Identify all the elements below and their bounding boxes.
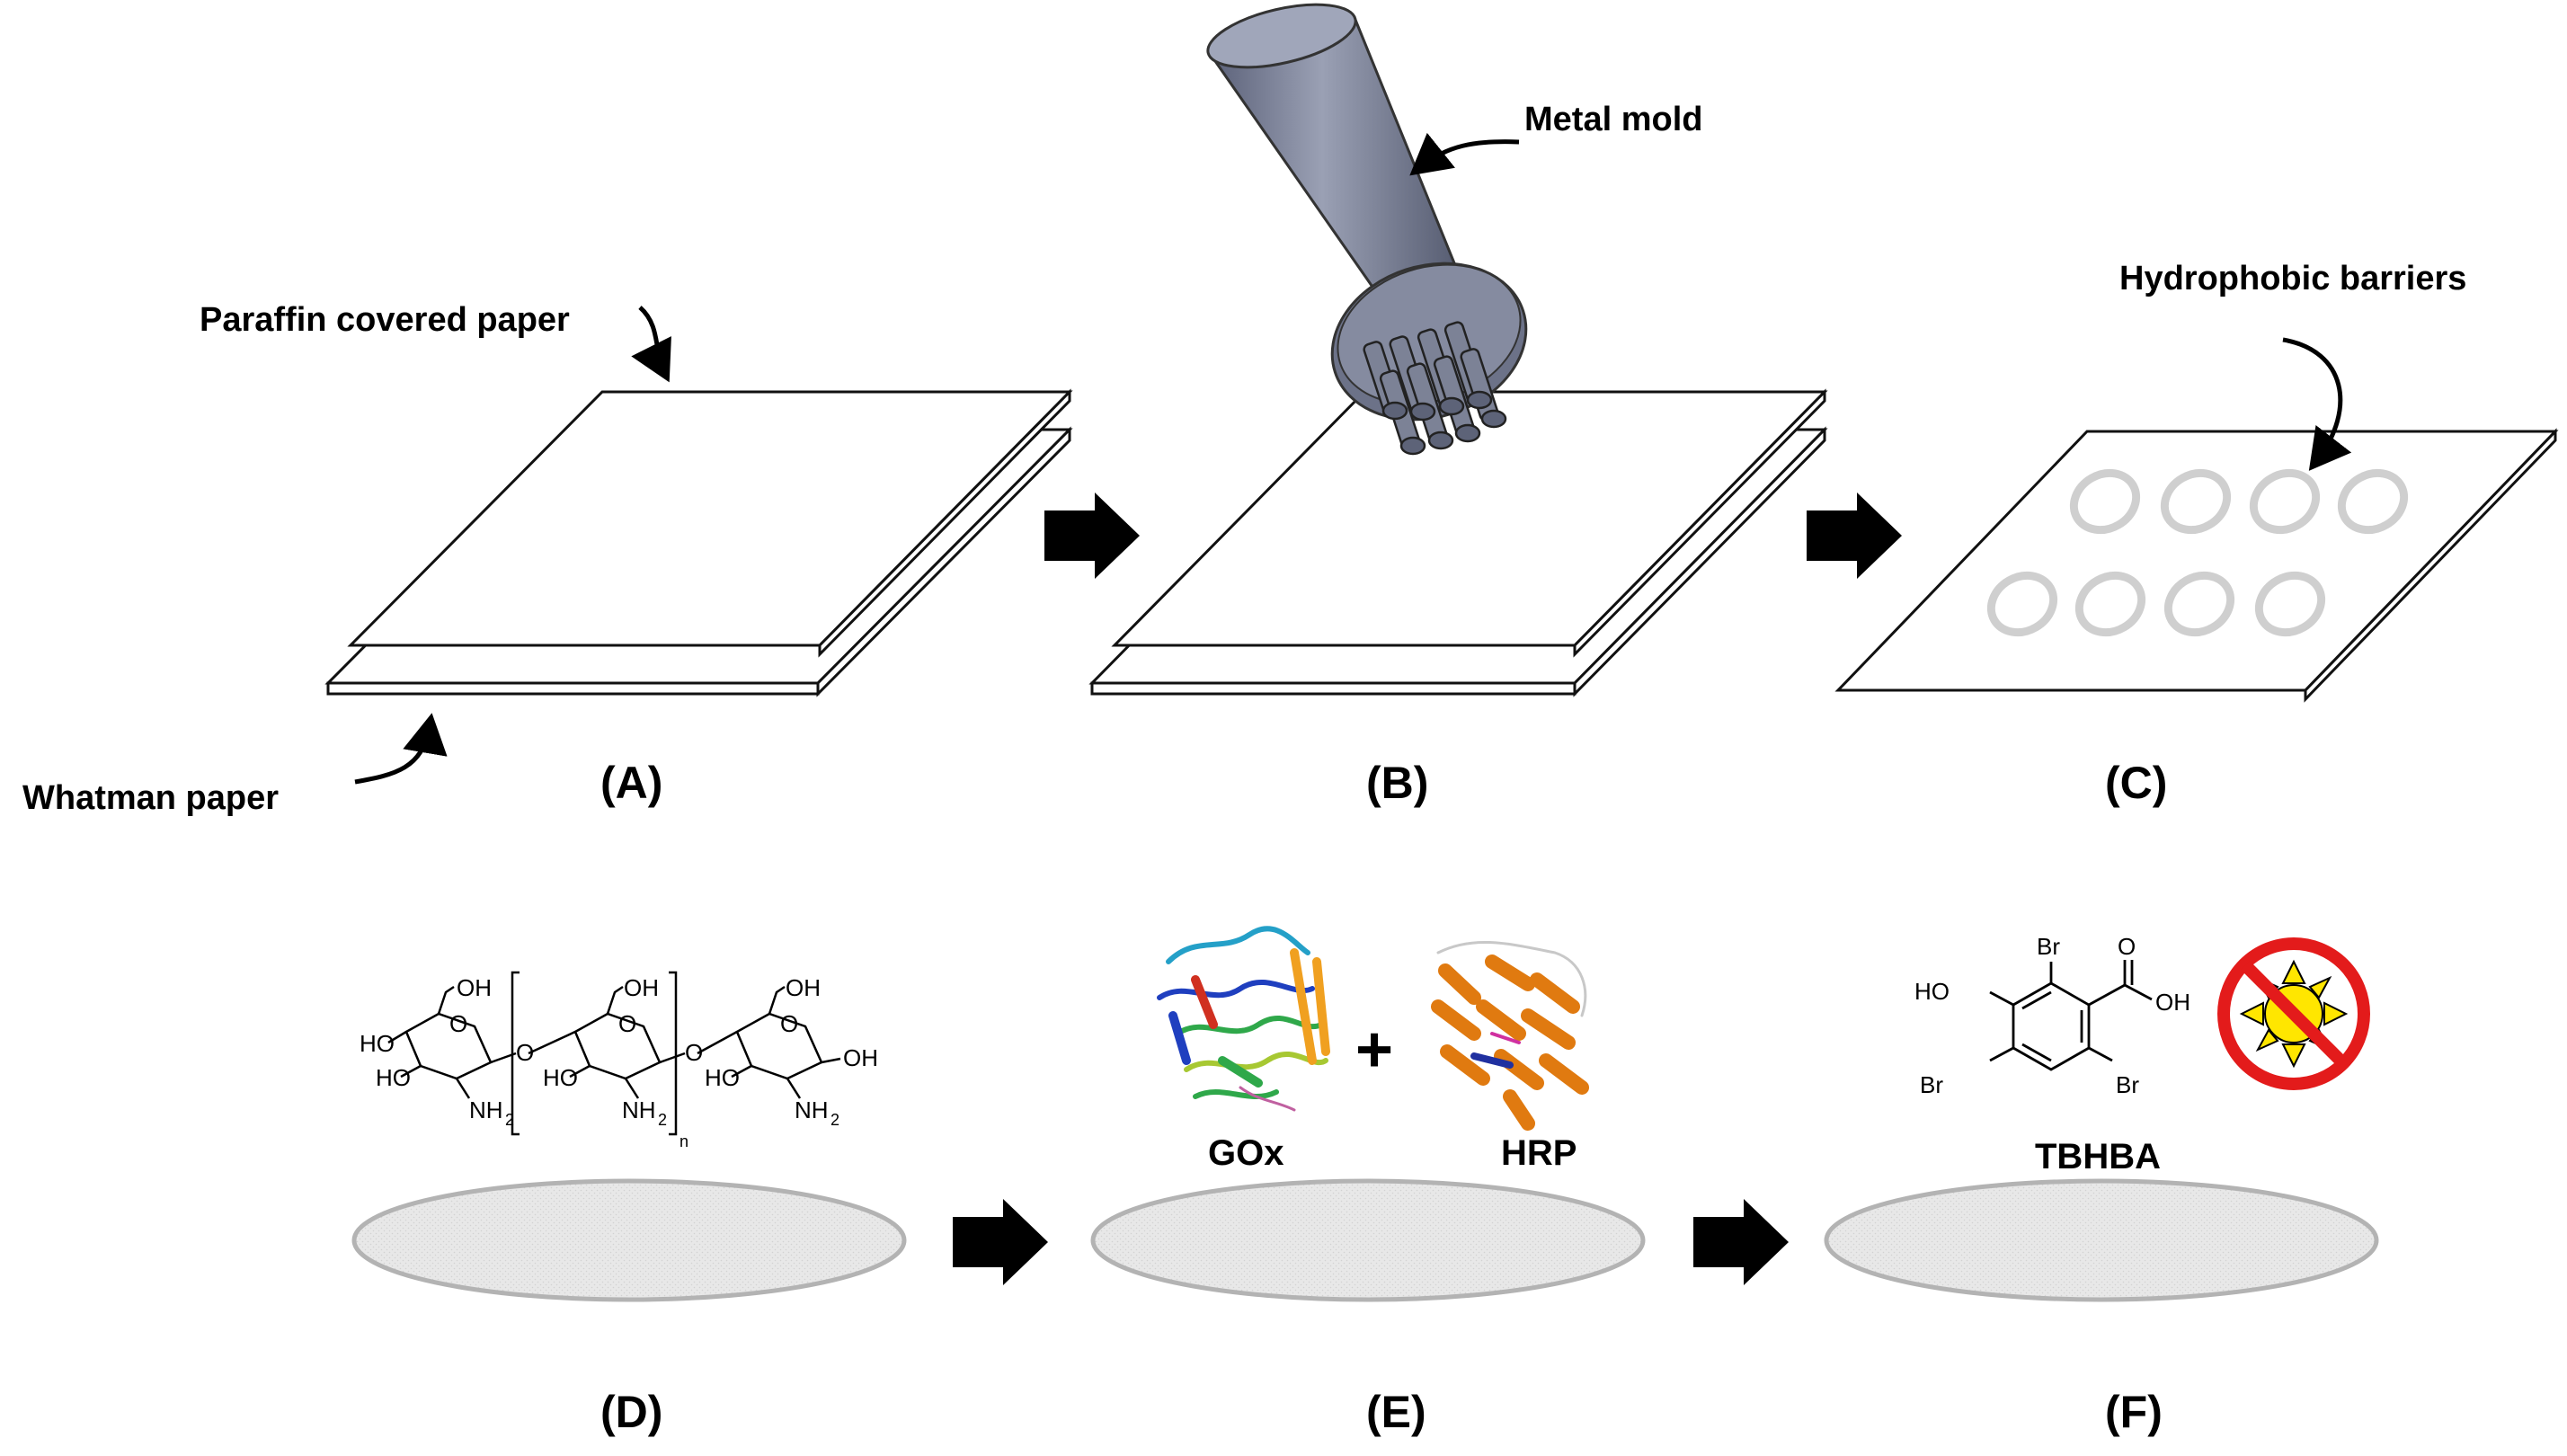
svg-text:2: 2 <box>830 1111 839 1129</box>
panel-c: Hydrophobic barriers (C) <box>1834 260 2559 808</box>
panel-d: OH OH OH HO HO HO HO O O O O O NH 2 NH 2… <box>351 971 907 1437</box>
svg-text:n: n <box>680 1132 688 1150</box>
svg-text:HO: HO <box>1914 978 1950 1005</box>
panel-a: Paraffin covered paper Whatman paper (A) <box>22 301 1073 817</box>
svg-text:O: O <box>618 1010 636 1037</box>
svg-text:O: O <box>516 1039 534 1066</box>
hrp-label: HRP <box>1501 1133 1577 1173</box>
paper-disc-e <box>1090 1178 1646 1302</box>
hydrophobic-barrier-rings <box>1986 468 2409 637</box>
svg-text:HO: HO <box>360 1030 395 1057</box>
svg-text:HO: HO <box>543 1064 578 1091</box>
paraffin-paper-sheet-b <box>1111 388 1828 658</box>
plus-sign: + <box>1355 1014 1393 1086</box>
panel-d-label: (D) <box>600 1387 662 1437</box>
panel-f-label: (F) <box>2105 1387 2163 1437</box>
svg-text:HO: HO <box>376 1064 411 1091</box>
panel-a-label: (A) <box>600 758 662 808</box>
tbhba-text: Br O HO OH Br Br <box>1914 933 2190 1098</box>
tbhba-structure <box>1989 960 2153 1071</box>
panel-e: + GOx HRP (E) <box>1090 926 1646 1437</box>
svg-text:NH: NH <box>795 1096 829 1123</box>
paraffin-arrow <box>631 306 671 383</box>
panel-e-label: (E) <box>1366 1387 1426 1437</box>
svg-text:OH: OH <box>624 974 659 1001</box>
svg-text:HO: HO <box>705 1064 740 1091</box>
svg-text:2: 2 <box>658 1111 667 1129</box>
metal-mold-label: Metal mold <box>1524 101 1702 138</box>
step-arrow-e-f <box>1693 1199 1789 1285</box>
metal-mold-icon <box>1206 3 1528 456</box>
panel-b: Metal mold (B) <box>1088 3 1828 808</box>
hydrophobic-arrow <box>2282 337 2352 471</box>
svg-text:NH: NH <box>469 1096 503 1123</box>
paper-with-barriers <box>1834 428 2559 703</box>
whatman-label: Whatman paper <box>22 779 279 817</box>
metal-mold-arrow <box>1409 132 1520 176</box>
panel-b-label: (B) <box>1366 758 1428 808</box>
svg-text:OH: OH <box>843 1044 878 1071</box>
svg-text:Br: Br <box>2116 1071 2139 1098</box>
chitosan-text: OH OH OH HO HO HO HO O O O O O NH 2 NH 2… <box>360 974 878 1150</box>
svg-text:O: O <box>685 1039 703 1066</box>
svg-text:OH: OH <box>457 974 492 1001</box>
whatman-arrow <box>354 713 448 785</box>
svg-text:NH: NH <box>622 1096 656 1123</box>
paper-disc-f <box>1824 1178 2379 1302</box>
paper-disc-d <box>351 1178 907 1302</box>
gox-label: GOx <box>1208 1133 1284 1173</box>
svg-text:OH: OH <box>2155 989 2190 1016</box>
hrp-protein-icon <box>1431 940 1589 1131</box>
panel-f: Br O HO OH Br Br TBHBA (F) <box>1824 933 2379 1437</box>
no-light-icon <box>2217 937 2370 1090</box>
paraffin-paper-sheet <box>347 388 1073 658</box>
tbhba-label: TBHBA <box>2035 1137 2161 1176</box>
svg-text:O: O <box>780 1010 798 1037</box>
gox-protein-icon <box>1157 926 1330 1112</box>
step-arrow-b-c <box>1807 493 1902 579</box>
panel-c-label: (C) <box>2105 758 2167 808</box>
paraffin-label: Paraffin covered paper <box>200 301 570 339</box>
chitosan-structure <box>387 971 841 1136</box>
step-arrow-d-e <box>953 1199 1048 1285</box>
step-arrow-a-b <box>1044 493 1140 579</box>
svg-text:2: 2 <box>505 1111 514 1129</box>
hydrophobic-label: Hydrophobic barriers <box>2119 260 2466 297</box>
svg-text:O: O <box>2118 933 2136 960</box>
svg-text:OH: OH <box>786 974 821 1001</box>
svg-text:O: O <box>449 1010 467 1037</box>
svg-text:Br: Br <box>1920 1071 1943 1098</box>
svg-text:Br: Br <box>2037 933 2060 960</box>
